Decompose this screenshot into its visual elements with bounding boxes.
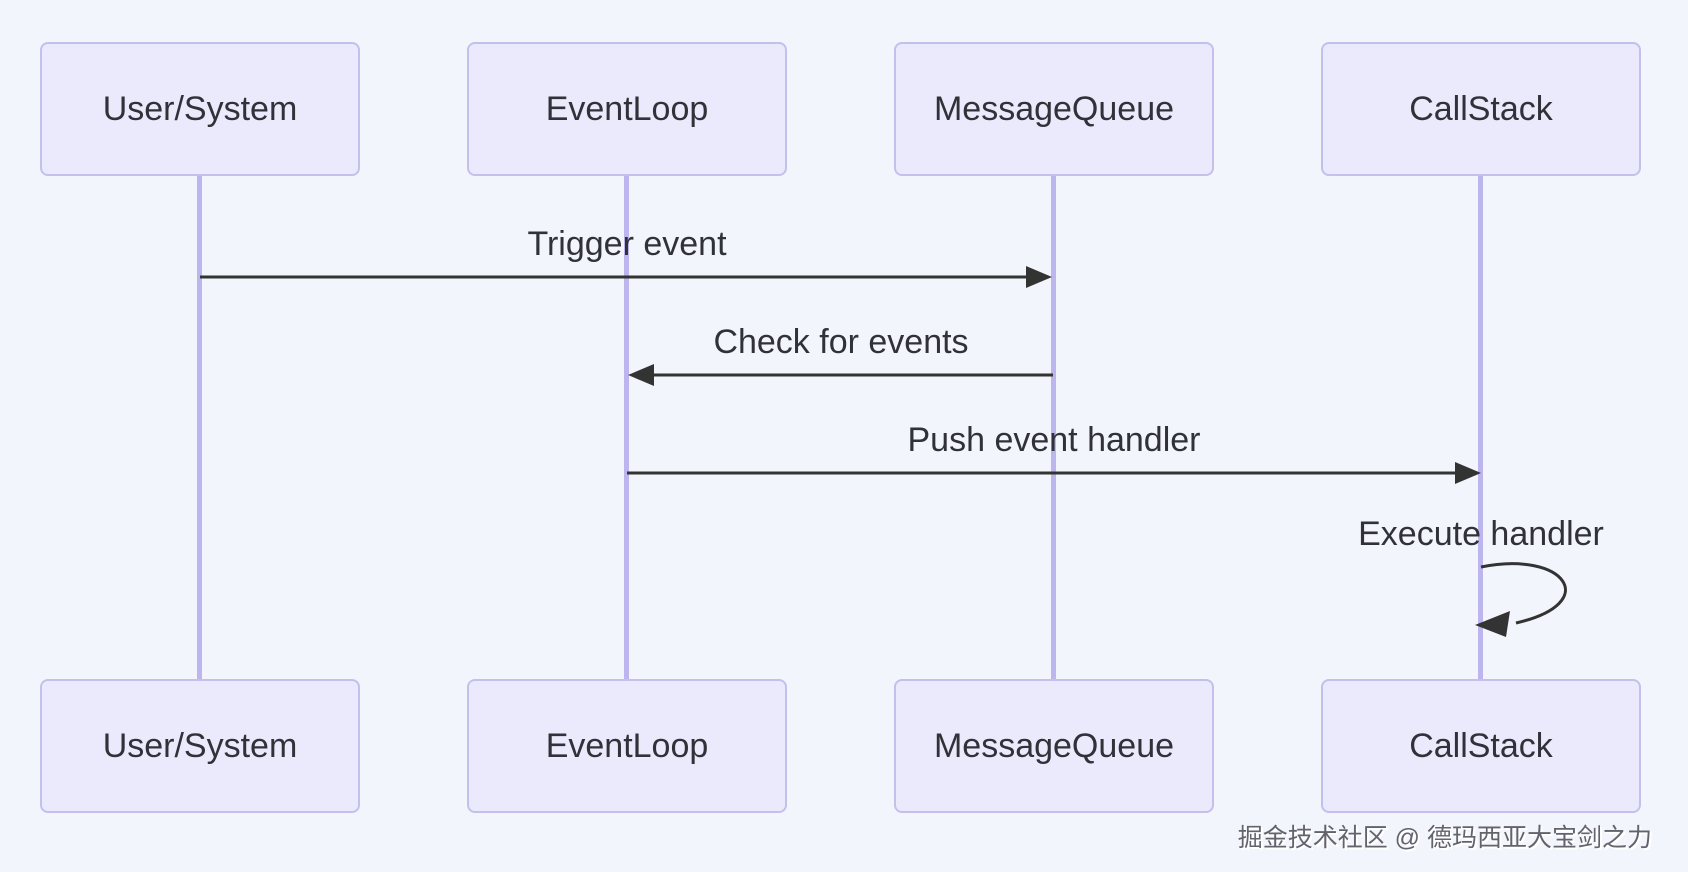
actor-top-user-system-label: User/System [102,89,298,128]
message-label-trigger-event: Trigger event [527,225,727,263]
actor-top-event-loop-label: EventLoop [545,89,709,128]
message-label-push-event-handler: Push event handler [907,421,1201,459]
actor-bottom-message-queue-label: MessageQueue [933,726,1175,765]
actor-top-message-queue: MessageQueue [894,42,1214,176]
actor-top-call-stack: CallStack [1321,42,1641,176]
watermark-text: 掘金技术社区 @ 德玛西亚大宝剑之力 [1237,824,1652,852]
actor-top-message-queue-label: MessageQueue [933,89,1175,128]
message-label-execute-handler: Execute handler [1358,515,1604,553]
actor-bottom-call-stack-label: CallStack [1409,726,1553,765]
actor-top-event-loop: EventLoop [467,42,787,176]
actor-bottom-user-system-label: User/System [102,726,298,765]
actor-bottom-message-queue: MessageQueue [894,679,1214,813]
actor-bottom-event-loop: EventLoop [467,679,787,813]
actor-bottom-event-loop-label: EventLoop [545,726,709,765]
lifeline-call-stack [1478,176,1483,679]
message-label-check-for-events: Check for events [713,323,969,361]
arrow-check-for-events [628,364,1053,386]
lifeline-event-loop [624,176,629,679]
actor-top-call-stack-label: CallStack [1409,89,1553,128]
actor-bottom-call-stack: CallStack [1321,679,1641,813]
actor-top-user-system: User/System [40,42,360,176]
lifeline-user-system [197,176,202,679]
actor-bottom-user-system: User/System [40,679,360,813]
lifeline-message-queue [1051,176,1056,679]
arrow-execute-handler-self-loop [1475,562,1567,637]
